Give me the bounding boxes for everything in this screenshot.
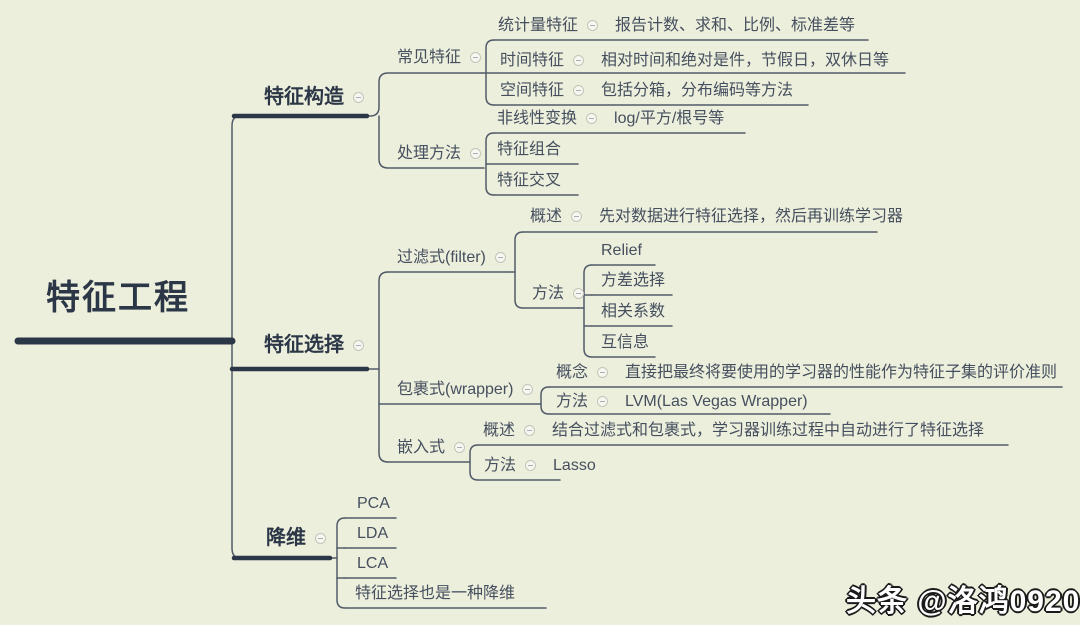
node-nonlinear-desc[interactable]: log/平方/根号等 (614, 110, 725, 127)
node-embedded-overview-desc[interactable]: 结合过滤式和包裹式，学习器训练过程中自动进行了特征选择 (552, 422, 985, 439)
node-variance-selection[interactable]: 方差选择 (601, 272, 666, 289)
node-spatial-features[interactable]: 空间特征 包括分箱，分布编码等方法 (500, 82, 794, 99)
collapse-icon[interactable] (597, 367, 609, 378)
node-selection-is-reduction[interactable]: 特征选择也是一种降维 (355, 585, 516, 602)
collapse-icon[interactable] (522, 384, 534, 395)
node-common-features[interactable]: 常见特征 (397, 49, 482, 66)
collapse-icon[interactable] (587, 20, 599, 31)
collapse-icon[interactable] (353, 92, 364, 103)
collapse-icon[interactable] (573, 85, 585, 96)
collapse-icon[interactable] (470, 52, 482, 63)
node-feature-construction[interactable]: 特征构造 (264, 86, 364, 109)
node-dimensionality-reduction[interactable]: 降维 (266, 527, 326, 550)
node-feature-crossing[interactable]: 特征交叉 (497, 172, 562, 189)
node-correlation-coefficient[interactable]: 相关系数 (601, 303, 666, 320)
node-statistical-features[interactable]: 统计量特征 报告计数、求和、比例、标准差等 (498, 17, 856, 34)
node-spatial-desc[interactable]: 包括分箱，分布编码等方法 (601, 82, 794, 99)
node-filter-method[interactable]: 方法 (532, 285, 585, 302)
node-feature-combination[interactable]: 特征组合 (497, 141, 562, 158)
collapse-icon[interactable] (586, 113, 598, 124)
node-filter-overview[interactable]: 概述 先对数据进行特征选择，然后再训练学习器 (530, 208, 904, 225)
node-pca[interactable]: PCA (357, 495, 390, 512)
node-embedded-method[interactable]: 方法 Lasso (484, 457, 596, 474)
collapse-icon[interactable] (525, 460, 537, 471)
collapse-icon[interactable] (597, 396, 609, 407)
collapse-icon[interactable] (315, 533, 326, 544)
collapse-icon[interactable] (571, 211, 583, 222)
node-statistical-desc[interactable]: 报告计数、求和、比例、标准差等 (615, 17, 856, 34)
collapse-icon[interactable] (524, 425, 536, 436)
collapse-icon[interactable] (573, 55, 585, 66)
collapse-icon[interactable] (470, 148, 482, 159)
node-feature-selection[interactable]: 特征选择 (264, 334, 364, 357)
node-processing-methods[interactable]: 处理方法 (397, 145, 482, 162)
collapse-icon[interactable] (353, 340, 364, 351)
node-embedded-overview[interactable]: 概述 结合过滤式和包裹式，学习器训练过程中自动进行了特征选择 (483, 422, 985, 439)
node-wrapper-concept[interactable]: 概念 直接把最终将要使用的学习器的性能作为特征子集的评价准则 (556, 364, 1058, 381)
node-lda[interactable]: LDA (357, 525, 389, 542)
collapse-icon[interactable] (573, 288, 585, 299)
node-time-features[interactable]: 时间特征 相对时间和绝对是件，节假日，双休日等 (500, 52, 890, 69)
node-nonlinear-transform[interactable]: 非线性变换 log/平方/根号等 (497, 110, 725, 127)
node-wrapper-method[interactable]: 方法 LVM(Las Vegas Wrapper) (556, 393, 808, 410)
node-lca[interactable]: LCA (357, 555, 389, 572)
node-wrapper[interactable]: 包裹式(wrapper) (397, 381, 534, 398)
node-embedded-method-desc[interactable]: Lasso (553, 457, 596, 474)
node-relief[interactable]: Relief (601, 242, 642, 259)
node-wrapper-method-desc[interactable]: LVM(Las Vegas Wrapper) (625, 393, 808, 410)
watermark: 头条 @洛鸿0920 (846, 585, 1080, 618)
node-filter[interactable]: 过滤式(filter) (397, 249, 506, 266)
node-root-label[interactable]: 特征工程 (46, 279, 190, 317)
node-filter-overview-desc[interactable]: 先对数据进行特征选择，然后再训练学习器 (599, 208, 904, 225)
node-time-desc[interactable]: 相对时间和绝对是件，节假日，双休日等 (601, 52, 890, 69)
node-wrapper-concept-desc[interactable]: 直接把最终将要使用的学习器的性能作为特征子集的评价准则 (625, 364, 1058, 381)
node-mutual-information[interactable]: 互信息 (601, 334, 650, 351)
collapse-icon[interactable] (454, 442, 466, 453)
node-embedded[interactable]: 嵌入式 (397, 439, 466, 456)
collapse-icon[interactable] (494, 252, 506, 263)
node-root[interactable]: 特征工程 (46, 278, 190, 318)
